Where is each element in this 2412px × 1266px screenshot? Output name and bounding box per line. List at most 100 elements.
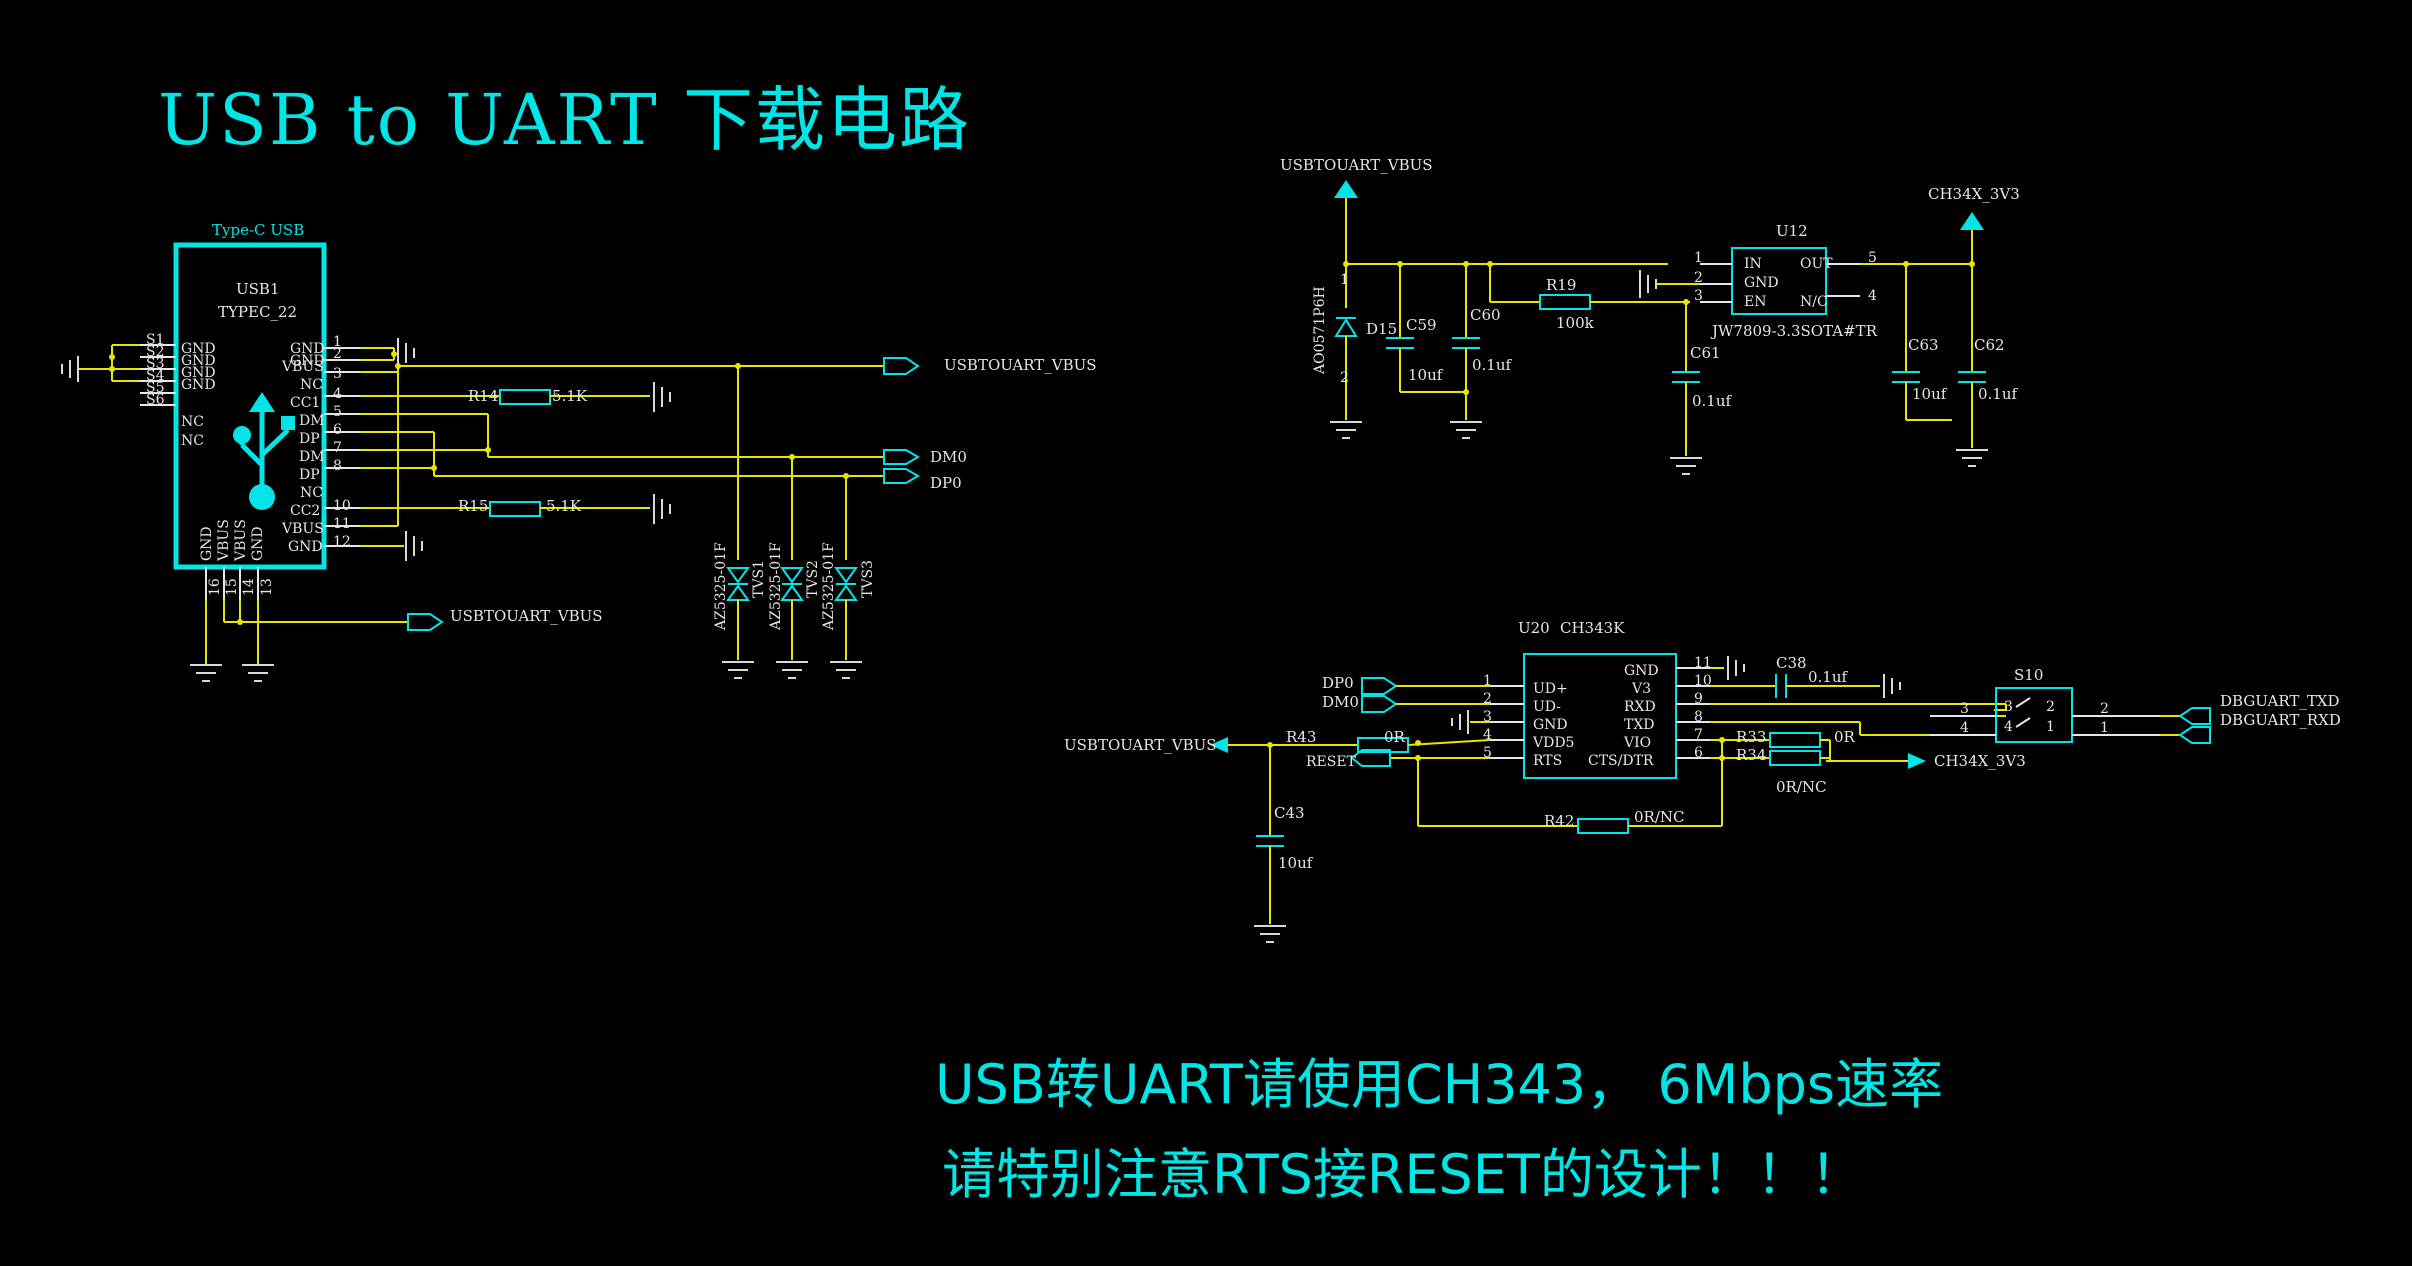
usb-pin-num: 7 xyxy=(333,440,342,456)
r14-ref: R14 xyxy=(468,387,498,405)
bridge-v3: C38 0.1uf xyxy=(1710,654,1901,698)
usb-pin-name: NC xyxy=(300,377,323,393)
usb-pin-name: CC2 xyxy=(290,503,320,519)
shield-pin-name: NC xyxy=(181,414,204,430)
r33-resistor xyxy=(1769,732,1821,748)
u20-pin-num: 5 xyxy=(1483,745,1492,761)
u20-pin-num: 3 xyxy=(1483,709,1492,725)
u20-pin-num: 7 xyxy=(1694,727,1703,743)
ground-icon xyxy=(1670,457,1702,475)
r34-value: 0R/NC xyxy=(1776,778,1827,796)
usb-pin-name: DP xyxy=(299,431,320,447)
c60-value: 0.1uf xyxy=(1472,356,1513,374)
r14-resistor: R14 5.1K xyxy=(360,382,671,412)
c43-ref: C43 xyxy=(1274,804,1305,822)
r42-ref: R42 xyxy=(1544,812,1574,830)
usb-pin-name: DP xyxy=(299,467,320,483)
usb-pin-num: 10 xyxy=(333,498,351,514)
s10-ref: S10 xyxy=(2014,666,2043,684)
usb-bottom-pin-num: 15 xyxy=(224,578,240,596)
u20-chip xyxy=(1523,653,1677,779)
net-dm: DM0 xyxy=(930,448,967,466)
u20-pin-name: VDD5 xyxy=(1532,735,1574,751)
u12-pin-name: IN xyxy=(1744,256,1762,272)
c43-value: 10uf xyxy=(1278,854,1314,872)
shield-pin-num: S6 xyxy=(146,392,165,408)
usb-gnd-top xyxy=(360,338,415,368)
usb-pin-name: CC1 xyxy=(290,395,320,411)
c62-ref: C62 xyxy=(1974,336,2005,354)
u20-pin-name: UD+ xyxy=(1533,681,1568,697)
usb-bottom-pin-name: GND xyxy=(250,526,266,561)
u20-pin-num: 10 xyxy=(1694,673,1712,689)
usb-bottom-pins: GND VBUS VBUS GND 16 15 14 13 USBTOUART_… xyxy=(190,519,603,682)
u12-pin-num: 4 xyxy=(1868,288,1877,304)
usb-pin-num: 8 xyxy=(333,458,342,474)
net-dp: DP0 xyxy=(930,474,962,492)
usb-pin-name: DM xyxy=(299,413,325,429)
r34-resistor xyxy=(1769,750,1821,766)
c59-capacitor: C59 10uf xyxy=(1386,264,1466,393)
bridge-usb-inputs: DP0 DM0 xyxy=(1322,674,1490,734)
r42-value: 0R/NC xyxy=(1634,808,1685,826)
r33-ref: R33 xyxy=(1736,728,1766,746)
usb-pin-num: 12 xyxy=(333,534,351,550)
u12-pin-num: 2 xyxy=(1694,270,1703,286)
u20-ref: U20 xyxy=(1518,619,1550,637)
usb-pin-name: VBUS xyxy=(281,521,324,537)
usb-ref: USB1 xyxy=(236,280,279,298)
usb-pin-num: 5 xyxy=(333,404,342,420)
usb-pin-num: 2 xyxy=(333,346,342,362)
tvs1-diode: AZ5325-01F TVS1 xyxy=(713,366,767,660)
usb-bottom-pin-name: GND xyxy=(199,526,215,561)
usb-gnd-bottom xyxy=(360,531,423,561)
d15-diode: AO0571P6H 1 2 D15 xyxy=(1312,264,1397,439)
tvs2-diode: AZ5325-01F TVS2 xyxy=(768,457,821,660)
s10-switch: S10 3 4 2 1 3 4 2 1 DBGUART_TXD DBGUART_… xyxy=(1930,666,2341,744)
r34-ref: R34 xyxy=(1736,746,1766,764)
usb-bottom-pin-name: VBUS xyxy=(233,519,249,562)
d15-ref: D15 xyxy=(1366,320,1397,338)
c59-ref: C59 xyxy=(1406,316,1437,334)
u20-pin-name: TXD xyxy=(1624,717,1655,733)
tvs3-diode: AZ5325-01F TVS3 xyxy=(821,476,876,660)
ldo-section: USBTOUART_VBUS AO0571P6H 1 2 D15 xyxy=(1280,156,2020,475)
tvs1-ref: TVS1 xyxy=(751,560,767,598)
net-vbus-usb: USBTOUART_VBUS xyxy=(944,356,1097,374)
note-line-2: 请特别注意RTS接RESET的设计！！！ xyxy=(942,1143,1864,1206)
page-title: USB to UART 下载电路 xyxy=(158,79,971,161)
c61-value: 0.1uf xyxy=(1692,392,1733,410)
usb-pin-num: 3 xyxy=(333,366,342,382)
u12-ldo: U12 JW7809-3.3SOTA#TR IN GND EN OUT N/C … xyxy=(1694,222,1878,340)
r19-ref: R19 xyxy=(1546,276,1576,294)
bridge-vdd5: USBTOUART_VBUS R43 0R RESET C43 10uf xyxy=(1064,728,1491,943)
ldo-output: CH34X_3V3 C63 10uf C62 0.1uf xyxy=(1860,185,2020,467)
c61-ref: C61 xyxy=(1690,344,1721,362)
shield-pin-name: GND xyxy=(181,353,216,369)
c59-value: 10uf xyxy=(1408,366,1444,384)
shield-pin-name: GND xyxy=(181,365,216,381)
usb-pin-name: GND xyxy=(290,341,325,357)
r19-resistor: R19 100k xyxy=(1487,261,1690,332)
shield-pin-name: NC xyxy=(181,433,204,449)
usb-shield-pins: S1 S2 S3 S4 S5 S6 GND GND GND GND NC NC xyxy=(61,332,216,449)
ground-icon xyxy=(190,664,274,682)
usb-pin-name: NC xyxy=(300,485,323,501)
net-v33-bridge: CH34X_3V3 xyxy=(1934,752,2026,770)
shield-pin-num: S4 xyxy=(146,368,165,384)
u20-part: CH343K xyxy=(1560,619,1625,637)
c38-value: 0.1uf xyxy=(1808,668,1849,686)
power-arrow-icon xyxy=(1908,753,1926,769)
usb-connector-section: Type-C USB USB1 TYPEC_22 S1 S2 S3 S4 xyxy=(61,221,1097,682)
tvs2-ref: TVS2 xyxy=(805,560,821,598)
shield-pin-name: GND xyxy=(181,341,216,357)
usb-logo-icon xyxy=(233,392,295,510)
s10-pin: 3 xyxy=(2004,699,2013,715)
u20-pin-num: 9 xyxy=(1694,691,1703,707)
r15-ref: R15 xyxy=(458,497,488,515)
usb-right-pins: 1 2 3 4 5 6 7 8 10 11 12 GND GND VBUS NC… xyxy=(281,334,360,555)
net-vbus-ldo: USBTOUART_VBUS xyxy=(1280,156,1433,174)
usb-group-label: Type-C USB xyxy=(212,221,304,239)
usb-pin-name: GND xyxy=(290,353,325,369)
power-arrow-icon xyxy=(1960,212,1984,230)
